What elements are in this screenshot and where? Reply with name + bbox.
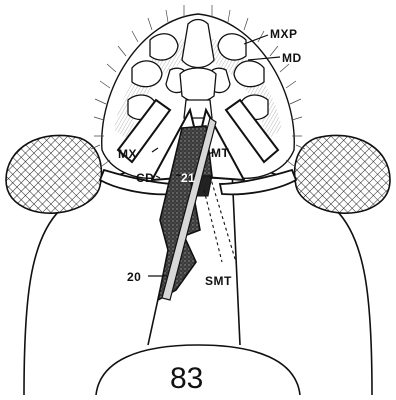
label-21: 21 — [181, 171, 195, 185]
label-mx: MX — [118, 147, 137, 161]
figure-number: 83 — [170, 362, 203, 395]
label-mt: MT — [211, 146, 229, 160]
label-20: 20 — [127, 270, 141, 284]
label-mxp: MXP — [270, 27, 298, 41]
label-md: MD — [282, 51, 302, 65]
label-cd: CD — [136, 171, 154, 185]
compound-eye-left — [6, 135, 101, 213]
compound-eye-right — [295, 135, 390, 213]
label-smt: SMT — [205, 274, 232, 288]
